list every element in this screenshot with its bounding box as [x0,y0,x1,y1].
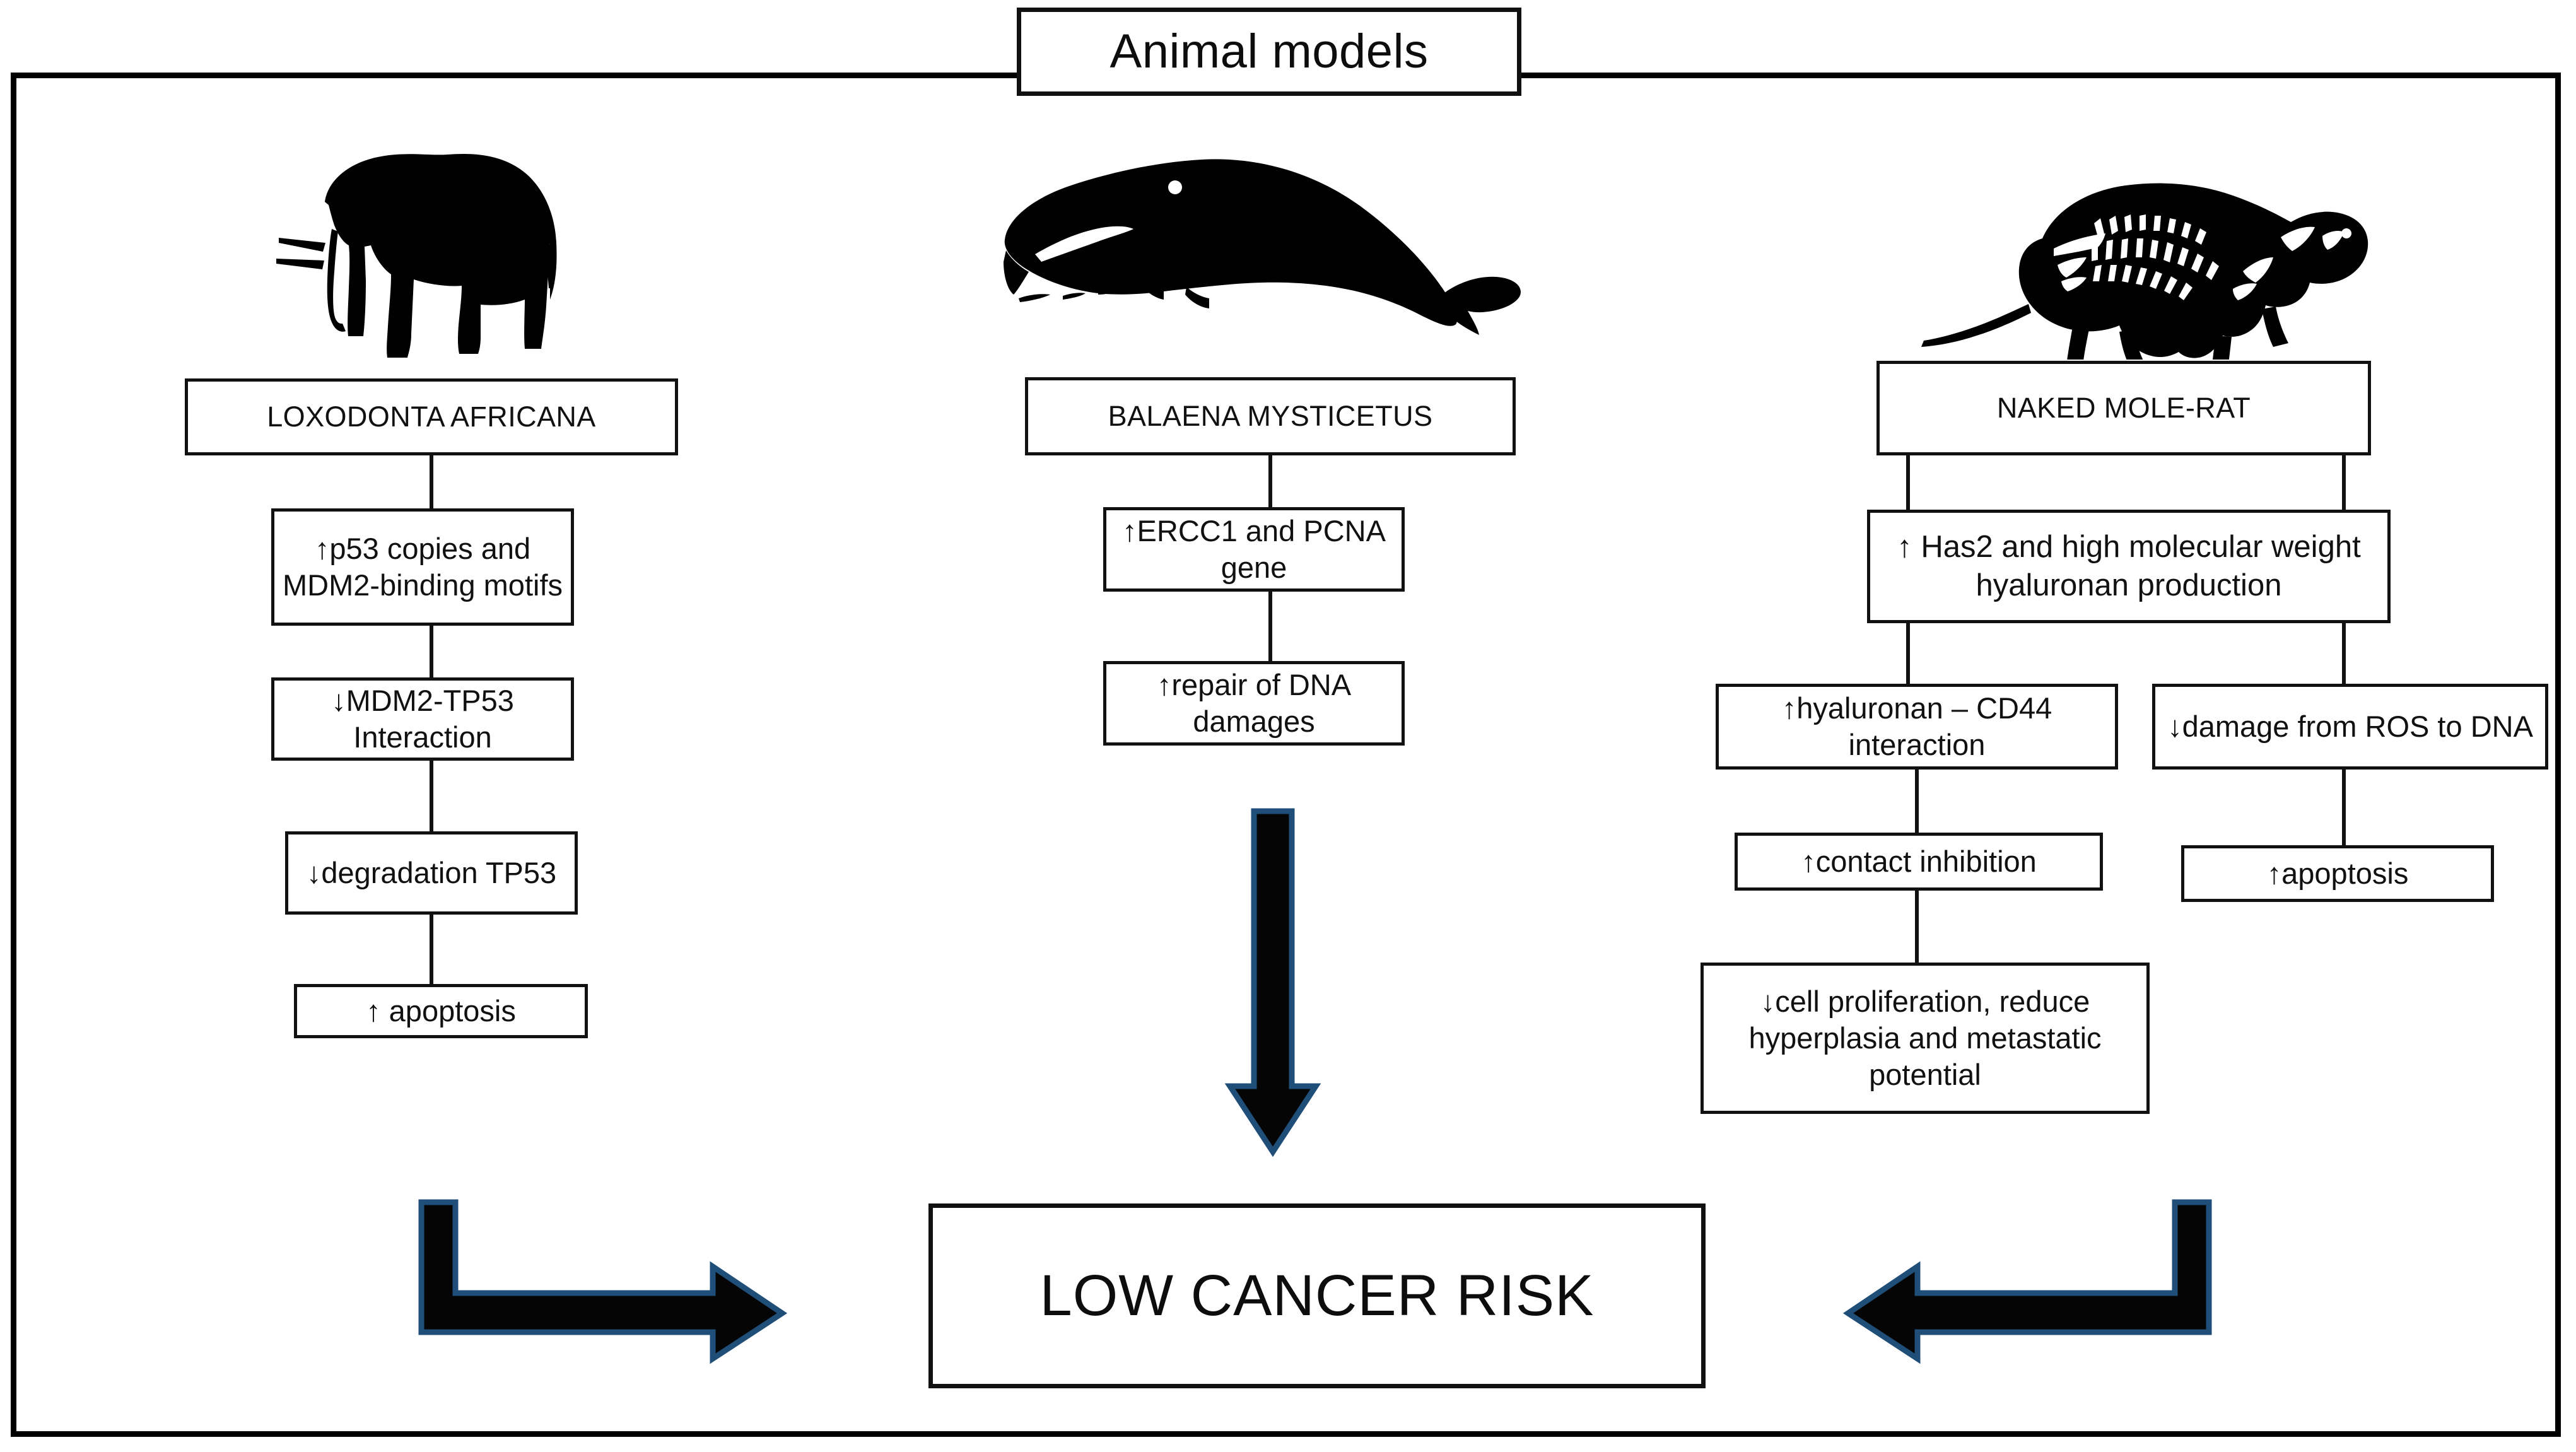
page-title: Animal models [1109,25,1429,78]
step-text: ↑p53 copies and MDM2-binding motifs [282,531,563,602]
species-label: LOXODONTA AFRICANA [267,401,596,433]
arrow-down-to-outcome [1222,808,1323,1157]
step-text: ↑contact inhibition [1801,844,2037,878]
connector-molerat-branch-right [2342,623,2346,684]
step-box-molerat-apoptosis: ↑apoptosis [2181,845,2494,902]
step-box-cell-proliferation: ↓cell proliferation, reduce hyperplasia … [1701,963,2150,1114]
step-box-elephant-apoptosis: ↑ apoptosis [294,984,588,1038]
species-label: NAKED MOLE-RAT [1996,392,2251,424]
species-box-balaena-mysticetus: BALAENA MYSTICETUS [1025,377,1516,455]
elephant-silhouette-icon [240,117,568,369]
connector-molerat-right-stem [2342,455,2346,510]
connector-elephant-1 [430,455,433,508]
step-box-mdm2-tp53: ↓MDM2-TP53 Interaction [271,677,574,761]
step-text: ↑ Has2 and high molecular weight hyaluro… [1897,530,2361,602]
step-text: ↓cell proliferation, reduce hyperplasia … [1748,984,2102,1092]
connector-elephant-2 [430,626,433,677]
step-box-p53: ↑p53 copies and MDM2-binding motifs [271,508,574,626]
connector-elephant-4 [430,915,433,984]
step-text: ↓MDM2-TP53 Interaction [331,683,514,754]
connector-molerat-left-stem [1906,455,1910,510]
step-text: ↑hyaluronan – CD44 interaction [1781,691,2052,761]
step-box-ercc1-pcna: ↑ERCC1 and PCNA gene [1103,507,1405,592]
step-box-contact-inhibition: ↑contact inhibition [1735,833,2103,891]
outcome-label: LOW CANCER RISK [1039,1263,1595,1328]
connector-whale-2 [1268,592,1272,661]
outcome-box-low-cancer-risk: LOW CANCER RISK [928,1203,1706,1388]
step-box-hyaluronan-cd44: ↑hyaluronan – CD44 interaction [1716,684,2118,770]
species-box-naked-mole-rat: NAKED MOLE-RAT [1876,361,2371,455]
step-text: ↓damage from ROS to DNA [2167,709,2533,743]
connector-molerat-ros-apoptosis [2342,770,2346,845]
species-box-loxodonta-africana: LOXODONTA AFRICANA [185,378,678,455]
step-box-damage-ros: ↓damage from ROS to DNA [2152,684,2548,770]
connector-molerat-contact-proliferation [1915,891,1919,963]
step-box-dna-repair: ↑repair of DNA damages [1103,661,1405,746]
step-text: ↑apoptosis [2266,856,2409,890]
elbow-arrow-left-to-outcome [1835,1198,2214,1375]
species-label: BALAENA MYSTICETUS [1108,400,1433,433]
step-box-degradation-tp53: ↓degradation TP53 [285,831,578,915]
step-text: ↑ERCC1 and PCNA gene [1122,513,1386,584]
connector-molerat-cd44-contact [1915,770,1919,833]
naked-mole-rat-illustration-icon [1905,158,2384,360]
connector-molerat-branch-left [1906,623,1910,684]
connector-elephant-3 [430,761,433,831]
step-box-has2: ↑ Has2 and high molecular weight hyaluro… [1867,510,2391,623]
bowhead-whale-silhouette-icon [975,136,1530,350]
diagram-title-box: Animal models [1017,8,1521,96]
connector-whale-1 [1268,455,1272,507]
step-text: ↑repair of DNA damages [1156,667,1352,738]
step-text: ↑ apoptosis [366,993,516,1028]
step-text: ↓degradation TP53 [306,855,557,889]
elbow-arrow-right-to-outcome [416,1198,795,1375]
